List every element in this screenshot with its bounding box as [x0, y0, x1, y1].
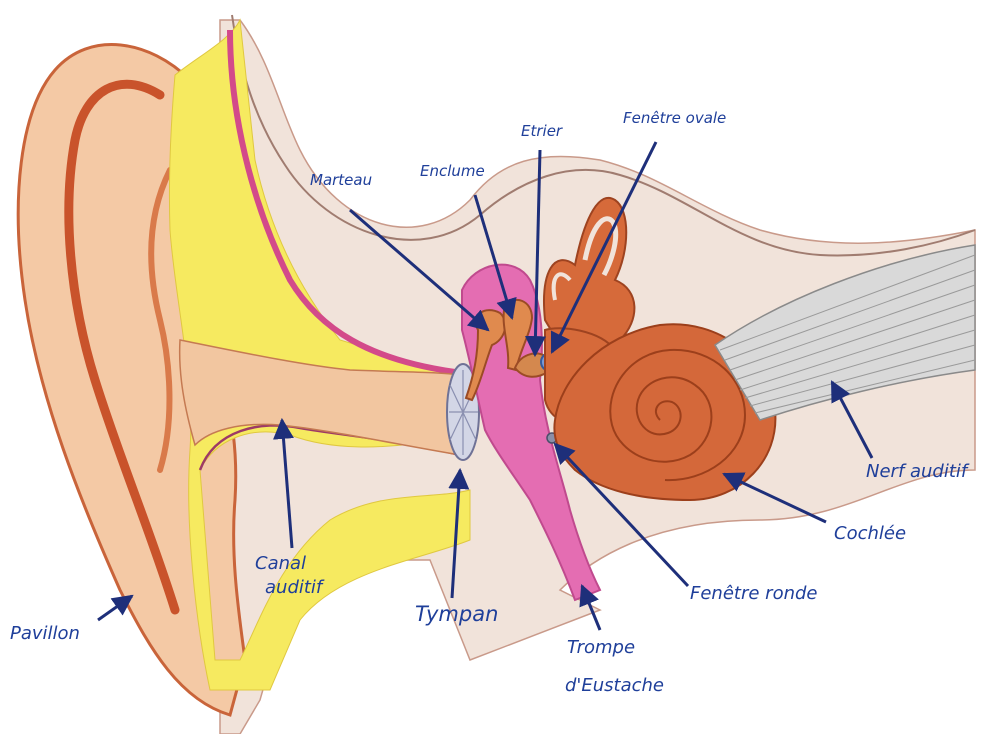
label-fenetre-ovale: Fenêtre ovale	[623, 110, 726, 127]
label-enclume: Enclume	[420, 163, 485, 180]
label-trompe-line2: d'Eustache	[565, 676, 664, 697]
label-marteau: Marteau	[310, 172, 372, 189]
label-canal-line2: auditif	[265, 578, 322, 599]
arrow-pavillon	[98, 596, 132, 620]
label-fenetre-ronde: Fenêtre ronde	[690, 584, 818, 605]
label-etrier: Etrier	[521, 123, 562, 140]
label-nerf-auditif: Nerf auditif	[866, 462, 967, 483]
label-cochlee: Cochlée	[834, 524, 906, 545]
label-trompe-line1: Trompe	[567, 638, 635, 659]
label-pavillon: Pavillon	[10, 624, 80, 645]
label-tympan: Tympan	[415, 602, 498, 626]
label-canal-line1: Canal	[255, 554, 306, 575]
